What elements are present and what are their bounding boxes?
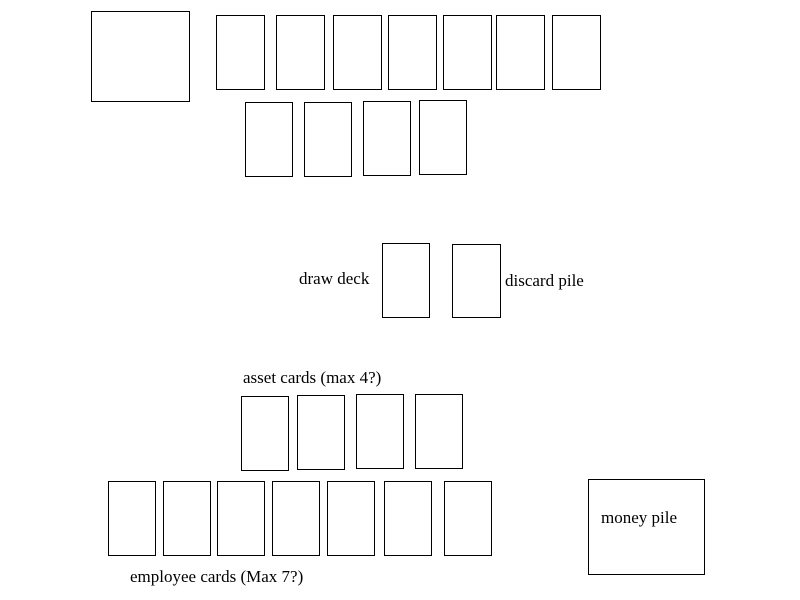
employee-card-5[interactable]	[327, 481, 375, 556]
opponent-employee-card-2[interactable]	[276, 15, 325, 90]
opponent-employee-card-6[interactable]	[496, 15, 545, 90]
employee-card-4[interactable]	[272, 481, 320, 556]
employee-cards-label: employee cards (Max 7?)	[130, 567, 304, 586]
employee-card-3[interactable]	[217, 481, 265, 556]
asset-card-2[interactable]	[297, 395, 345, 470]
draw-deck[interactable]	[382, 243, 430, 318]
opponent-employee-card-3[interactable]	[333, 15, 382, 90]
employee-card-6[interactable]	[384, 481, 432, 556]
opponent-money-pile	[91, 11, 190, 102]
discard-pile[interactable]	[452, 244, 501, 318]
opponent-employee-card-4[interactable]	[388, 15, 437, 90]
employee-card-7[interactable]	[444, 481, 492, 556]
money-pile-label: money pile	[601, 508, 678, 527]
opponent-employee-card-1[interactable]	[216, 15, 265, 90]
employee-card-2[interactable]	[163, 481, 211, 556]
opponent-employee-card-5[interactable]	[443, 15, 492, 90]
asset-card-3[interactable]	[356, 394, 404, 469]
asset-cards-label: asset cards (max 4?)	[243, 368, 382, 387]
asset-card-4[interactable]	[415, 394, 463, 469]
employee-card-1[interactable]	[108, 481, 156, 556]
money-pile[interactable]	[588, 479, 705, 575]
opponent-asset-card-2[interactable]	[304, 102, 352, 177]
draw-deck-label: draw deck	[299, 269, 370, 288]
discard-pile-label: discard pile	[505, 271, 584, 290]
opponent-asset-card-3[interactable]	[363, 101, 411, 176]
asset-card-1[interactable]	[241, 396, 289, 471]
opponent-asset-card-1[interactable]	[245, 102, 293, 177]
opponent-employee-card-7[interactable]	[552, 15, 601, 90]
opponent-asset-card-4[interactable]	[419, 100, 467, 175]
